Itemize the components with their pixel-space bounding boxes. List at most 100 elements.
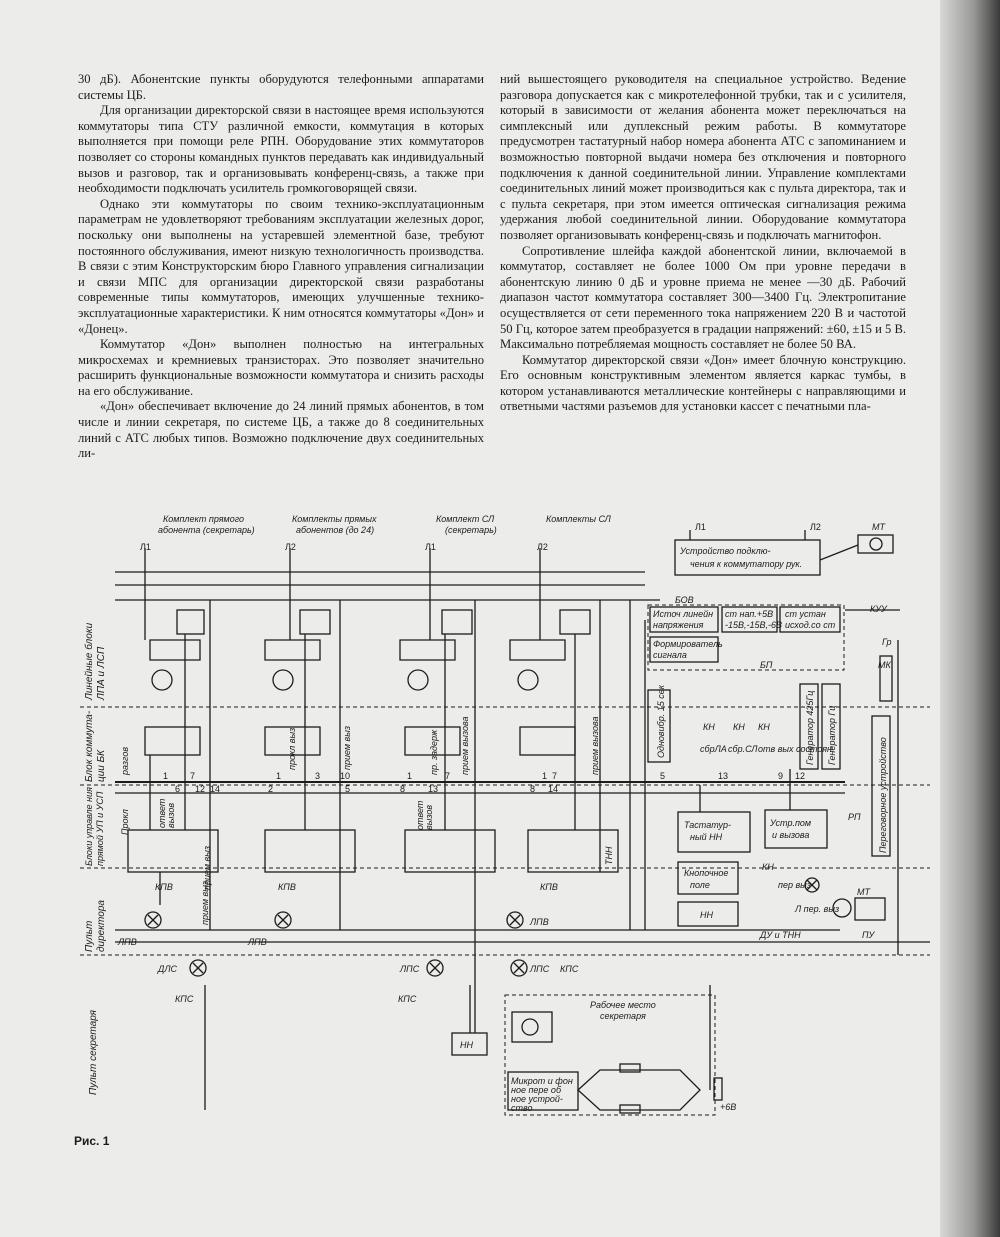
svg-text:Л1: Л1	[695, 522, 706, 532]
svg-text:-15В,-15В,-6В: -15В,-15В,-6В	[725, 620, 782, 630]
svg-text:прием выз: прием выз	[202, 846, 212, 890]
svg-text:Прокл: Прокл	[120, 809, 130, 835]
svg-text:Л2: Л2	[285, 542, 296, 552]
svg-text:ный НН: ный НН	[690, 832, 723, 842]
svg-text:ст устан: ст устан	[785, 609, 826, 619]
svg-text:(секретарь): (секретарь)	[445, 525, 497, 535]
svg-text:13: 13	[428, 784, 438, 794]
svg-text:абонента (секретарь): абонента (секретарь)	[158, 525, 255, 535]
svg-text:ЛПС: ЛПС	[529, 964, 550, 974]
svg-text:Рабочее место: Рабочее место	[590, 1000, 656, 1010]
svg-text:Микрот и фон: Микрот и фон	[511, 1076, 573, 1086]
secretary-workplace: Рабочее место секретаря Микрот и фон ное…	[504, 985, 736, 1116]
call-device-block: Устр.пом и вызова КН пер выз Л пер. выз …	[759, 809, 839, 940]
svg-text:прием выз: прием выз	[342, 726, 352, 770]
svg-text:7: 7	[445, 771, 450, 781]
svg-text:1: 1	[407, 771, 412, 781]
svg-text:сбрЛА: сбрЛА	[700, 744, 727, 754]
svg-text:Генератор Гц: Генератор Гц	[827, 706, 837, 765]
svg-text:КПВ: КПВ	[540, 882, 558, 892]
svg-text:ДЛС: ДЛС	[157, 964, 178, 974]
svg-text:ЛПВ: ЛПВ	[529, 917, 549, 927]
paragraph: Сопротивление шлейфа каждой абонентской …	[500, 243, 906, 352]
svg-text:10: 10	[340, 771, 350, 781]
svg-text:Пульт: Пульт	[84, 921, 95, 952]
paragraph: Однако эти коммутаторы по своим технико-…	[78, 196, 484, 336]
svg-text:Комплекты прямых: Комплекты прямых	[292, 514, 377, 524]
generator-blocks: Генератор 425Гц Генератор Гц	[799, 683, 841, 770]
svg-text:МК: МК	[878, 660, 891, 670]
svg-text:6: 6	[175, 784, 180, 794]
group-label-sl-sets: Комплекты СЛ	[546, 514, 612, 524]
row-label-director-panel: Пульт директора	[84, 900, 107, 952]
svg-text:КПС: КПС	[175, 994, 194, 1004]
svg-text:1: 1	[542, 771, 547, 781]
svg-text:ство: ство	[511, 1103, 533, 1113]
svg-text:секретаря: секретаря	[600, 1011, 646, 1021]
svg-text:Устр.пом: Устр.пом	[769, 818, 811, 828]
wire-labels: Л1 Л2 Л1 Л2 Л1 Л2	[140, 522, 821, 552]
svg-text:БОВ: БОВ	[675, 595, 694, 605]
svg-text:ЛПВ: ЛПВ	[117, 937, 137, 947]
svg-text:ЛПВ: ЛПВ	[247, 937, 267, 947]
svg-text:12: 12	[795, 771, 805, 781]
column-unit-2	[264, 548, 356, 873]
svg-text:КПС: КПС	[560, 964, 579, 974]
svg-text:вызов: вызов	[166, 803, 176, 828]
svg-text:+6В: +6В	[720, 1102, 736, 1112]
svg-text:ЛПА и ЛСП: ЛПА и ЛСП	[96, 646, 107, 701]
row-label-switch-block: Блок коммута- ции БК	[84, 710, 107, 782]
svg-text:вызов: вызов	[424, 805, 434, 830]
kn-keys: КН КН КН сбрЛА сбр.СЛ отв вых состоян	[700, 722, 832, 754]
svg-text:12: 12	[195, 784, 205, 794]
svg-text:1: 1	[163, 771, 168, 781]
paragraph: 30 дБ). Абонентские пункты оборудуются т…	[78, 72, 484, 102]
svg-text:Блоки управле ния: Блоки управле ния	[84, 787, 94, 866]
svg-text:Пульт секретаря: Пульт секретаря	[88, 1009, 99, 1095]
svg-text:14: 14	[210, 784, 220, 794]
svg-text:7: 7	[552, 771, 557, 781]
svg-text:пр. задерж: пр. задерж	[429, 729, 439, 775]
svg-text:8: 8	[400, 784, 405, 794]
svg-text:14: 14	[548, 784, 558, 794]
svg-text:отв вых состоян: отв вых состоян	[758, 744, 832, 754]
svg-text:Л1: Л1	[425, 542, 436, 552]
svg-text:поле: поле	[690, 880, 710, 890]
keypad-block: Тастатур- ный НН Кнопочное поле НН	[677, 811, 751, 927]
svg-text:Блок коммута-: Блок коммута-	[84, 710, 95, 782]
svg-text:НН: НН	[700, 910, 713, 920]
svg-text:КН: КН	[762, 862, 774, 872]
secretary-panel-elements: ДЛС КПС ЛПС КПС ЛПС КПС НН	[157, 959, 579, 1110]
svg-text:ответ: ответ	[157, 798, 167, 828]
paragraph: «Дон» обеспечивает включение до 24 линий…	[78, 399, 484, 461]
svg-text:5: 5	[660, 771, 665, 781]
article-right-column: ний вышестоящего руководителя на специал…	[500, 72, 906, 415]
svg-text:ответ: ответ	[415, 800, 425, 830]
svg-text:пер выз: пер выз	[778, 880, 811, 890]
svg-text:3: 3	[315, 771, 320, 781]
svg-text:9: 9	[778, 771, 783, 781]
row-label-secretary-panel: Пульт секретаря	[88, 1009, 99, 1095]
svg-text:1: 1	[276, 771, 281, 781]
svg-text:Формирователь: Формирователь	[653, 639, 723, 649]
power-block: БОВ Источ линейн напряжения ст нап.+5В -…	[647, 595, 845, 671]
svg-text:и вызова: и вызова	[772, 830, 809, 840]
svg-text:Комплект прямого: Комплект прямого	[163, 514, 244, 524]
svg-text:Л2: Л2	[537, 542, 548, 552]
svg-text:7: 7	[190, 771, 195, 781]
svg-text:прием вызова: прием вызова	[460, 717, 470, 775]
svg-text:Л пер. выз: Л пер. выз	[794, 904, 839, 914]
svg-text:2: 2	[268, 784, 273, 794]
svg-text:напряжения: напряжения	[653, 620, 704, 630]
svg-text:сбр.СЛ: сбр.СЛ	[728, 744, 758, 754]
svg-text:Кнопочное: Кнопочное	[684, 868, 728, 878]
svg-text:ное пере об: ное пере об	[511, 1085, 562, 1095]
group-label-direct-subscribers: Комплекты прямых абонентов (до 24)	[292, 514, 377, 535]
paragraph: Коммутатор «Дон» выполнен полностью на и…	[78, 337, 484, 398]
svg-text:КН: КН	[758, 722, 770, 732]
paragraph: Для организации директорской связи в нас…	[78, 103, 484, 196]
svg-text:Линейные блоки: Линейные блоки	[83, 622, 95, 701]
svg-text:Гр: Гр	[882, 637, 892, 647]
svg-text:РП: РП	[848, 812, 861, 822]
svg-text:КН: КН	[703, 722, 715, 732]
